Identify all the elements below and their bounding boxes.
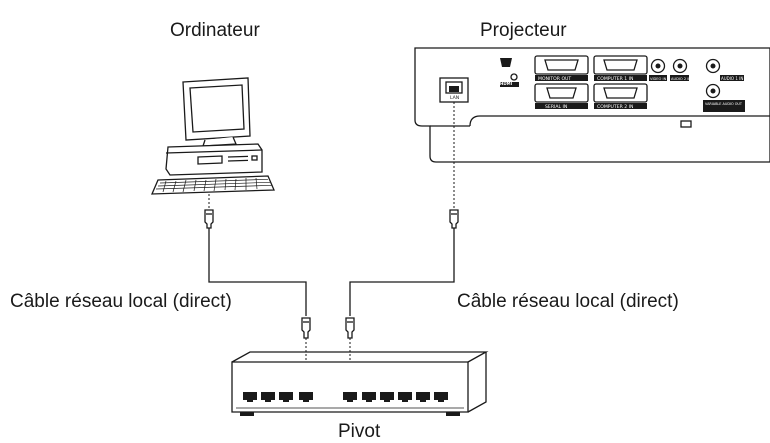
computer-label: Ordinateur <box>170 20 260 41</box>
computer2-in-label: COMPUTER 2 IN <box>597 104 633 110</box>
lan-plug-projector-icon <box>449 209 459 229</box>
lan-cable-left <box>208 228 307 316</box>
projector-icon <box>414 47 770 163</box>
hub-label: Pivot <box>338 421 381 442</box>
computer-icon <box>151 77 275 208</box>
variable-audio-out-label: VARIABLE AUDIO OUT <box>705 102 743 106</box>
lan-plug-hub-left-icon <box>301 317 311 339</box>
cable-left-label: Câble réseau local (direct) <box>10 291 232 312</box>
computer1-in-label: COMPUTER 1 IN <box>597 76 633 82</box>
hdmi-label: HDMI <box>500 81 513 86</box>
audio2-in-label: AUDIO 2 IN <box>671 77 691 81</box>
cable-right-label: Câble réseau local (direct) <box>457 291 679 312</box>
projector-label: Projecteur <box>480 20 567 41</box>
hub-ports <box>243 392 448 402</box>
serial-in-label: SERIAL IN <box>545 104 567 110</box>
hub-icon <box>231 351 489 416</box>
lan-cable-right <box>349 228 455 316</box>
lan-plug-hub-right-icon <box>345 317 355 339</box>
lan-port-label: LAN <box>450 95 459 101</box>
monitor-out-label: MONITOR OUT <box>538 76 571 82</box>
video-in-label: VIDEO IN <box>650 77 667 81</box>
lan-plug-computer-icon <box>204 209 214 229</box>
audio1-in-label: AUDIO 1 IN <box>721 76 743 81</box>
